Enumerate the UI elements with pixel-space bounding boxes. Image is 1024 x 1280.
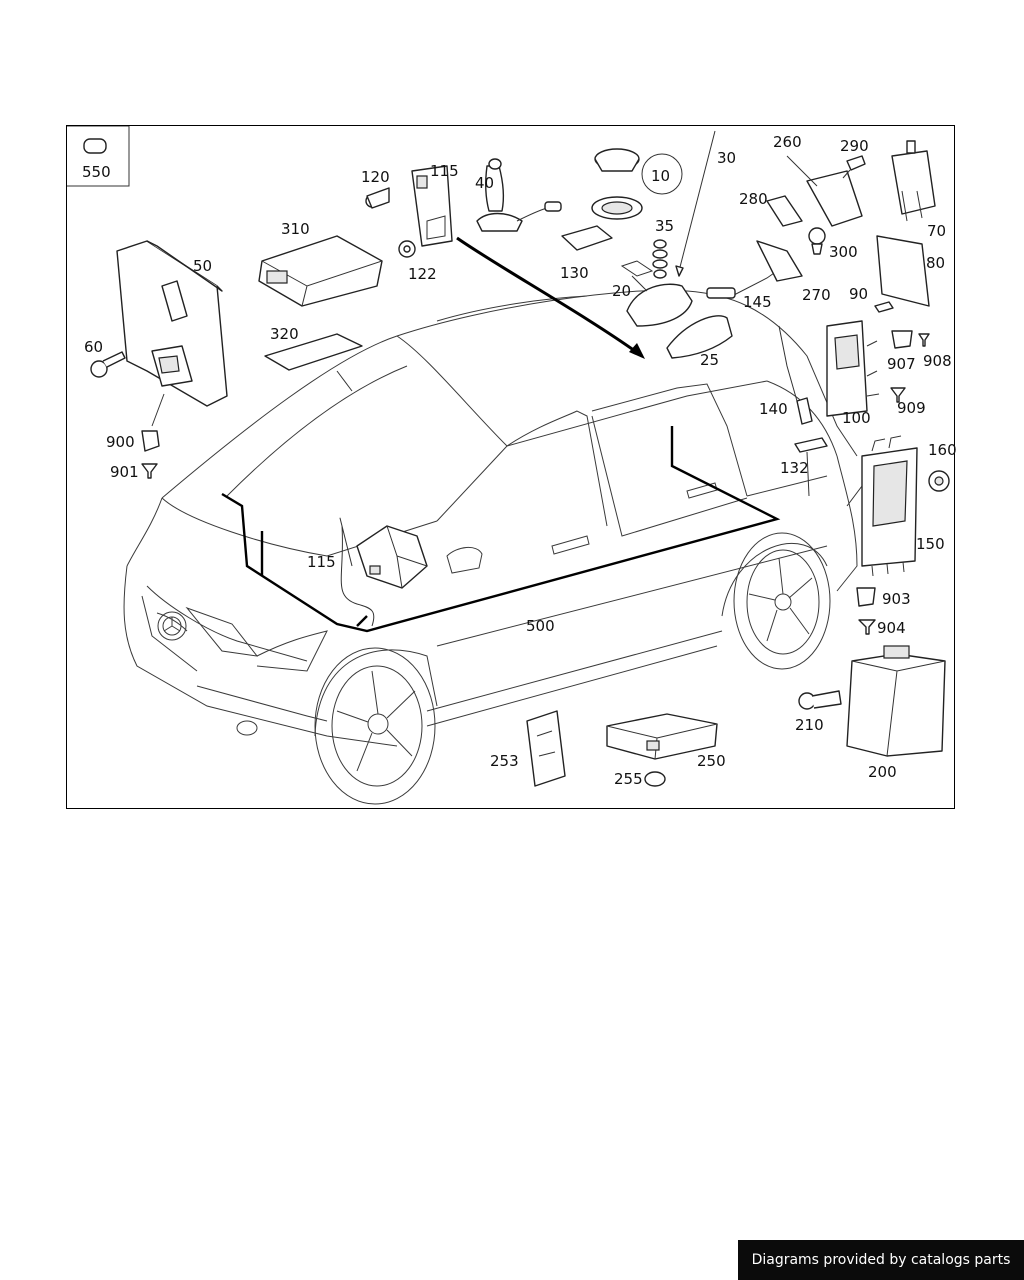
antenna-module-115 xyxy=(411,165,453,247)
callout-label: 115 xyxy=(307,553,336,571)
callout-label: 35 xyxy=(655,217,674,235)
screw-290 xyxy=(846,155,866,171)
callout-label: 320 xyxy=(270,325,299,343)
grommet-35 xyxy=(652,239,668,279)
callout-label: 50 xyxy=(193,257,212,275)
sleeve-icon xyxy=(83,138,107,154)
callout-label: 300 xyxy=(829,243,858,261)
callout-label: 909 xyxy=(897,399,926,417)
bracket-270 xyxy=(756,240,803,282)
shield-280 xyxy=(766,195,803,227)
module-250 xyxy=(606,713,718,760)
callout-label: 70 xyxy=(927,222,946,240)
connector-903 xyxy=(856,587,876,607)
callout-label: 25 xyxy=(700,351,719,369)
callout-label: 253 xyxy=(490,752,519,770)
callout-labels: 550 50 60 900 901 310 120 115 122 40 320 10 30 260 290… xyxy=(82,133,956,788)
credit-banner: Diagrams provided by catalogs parts xyxy=(738,1240,1024,1280)
clip-909 xyxy=(890,387,906,403)
cable-140 xyxy=(796,397,813,425)
callout-label: 90 xyxy=(849,285,868,303)
module-310 xyxy=(258,235,383,307)
credit-text: Diagrams provided by catalogs parts xyxy=(751,1252,1011,1268)
callout-label: 132 xyxy=(780,459,809,477)
callout-label: 908 xyxy=(923,352,952,370)
clip-908 xyxy=(918,333,930,347)
callout-label: 60 xyxy=(84,338,103,356)
callout-label: 903 xyxy=(882,590,911,608)
callout-label: 260 xyxy=(773,133,802,151)
callout-label: 255 xyxy=(614,770,643,788)
callout-label: 500 xyxy=(526,617,555,635)
clip-120 xyxy=(365,187,390,209)
callout-label: 120 xyxy=(361,168,390,186)
callout-label: 145 xyxy=(743,293,772,311)
callout-label: 290 xyxy=(840,137,869,155)
callout-label: 310 xyxy=(281,220,310,238)
wiring-harness xyxy=(221,426,781,633)
callout-label: 140 xyxy=(759,400,788,418)
diagram-frame: 550 50 60 900 901 310 120 115 122 40 320 10 30 260 290… xyxy=(66,125,956,809)
car-outline xyxy=(123,289,858,805)
sensor-300 xyxy=(808,227,826,255)
callout-label: 904 xyxy=(877,619,906,637)
callout-label: 210 xyxy=(795,716,824,734)
part-132 xyxy=(794,437,828,453)
rod-antenna-30 xyxy=(678,130,716,272)
antenna-40 xyxy=(476,158,562,232)
speaker-10 xyxy=(591,148,683,220)
bracket-260 xyxy=(786,155,863,227)
screw-90 xyxy=(874,301,894,313)
callout-label: 150 xyxy=(916,535,945,553)
callout-label: 901 xyxy=(110,463,139,481)
module-200 xyxy=(846,645,946,757)
callout-label: 907 xyxy=(887,355,916,373)
parts-diagram: 550 50 60 900 901 310 120 115 122 40 320 10 30 260 290… xyxy=(67,126,956,805)
callout-label: 130 xyxy=(560,264,589,282)
callout-label: 30 xyxy=(717,149,736,167)
callout-label: 100 xyxy=(842,409,871,427)
callout-label: 122 xyxy=(408,265,437,283)
nut-255 xyxy=(644,771,666,787)
callout-label: 115 xyxy=(430,162,459,180)
connector-900 xyxy=(141,430,160,452)
bracket-253 xyxy=(526,710,566,787)
callout-label: 200 xyxy=(868,763,897,781)
clip-904 xyxy=(858,619,876,635)
module-150 xyxy=(861,435,918,577)
control-unit-50 xyxy=(116,240,228,407)
callout-label: 270 xyxy=(802,286,831,304)
bolt-210 xyxy=(798,690,842,710)
screw-60 xyxy=(90,351,126,378)
callout-label: 20 xyxy=(612,282,631,300)
callout-label: 160 xyxy=(928,441,956,459)
fin-antenna-25 xyxy=(666,315,733,359)
connector-907 xyxy=(891,330,913,349)
callout-label: 250 xyxy=(697,752,726,770)
module-130 xyxy=(561,225,613,251)
callout-label: 900 xyxy=(106,433,135,451)
roof-antenna-20 xyxy=(620,260,693,327)
module-100 xyxy=(826,320,880,417)
callout-label: 80 xyxy=(926,254,945,272)
pad-320 xyxy=(264,333,363,371)
antenna-module-115-lower xyxy=(356,525,428,589)
callout-label: 280 xyxy=(739,190,768,208)
clip-901 xyxy=(141,463,158,479)
callout-label: 550 xyxy=(82,163,111,181)
relay-70 xyxy=(891,140,936,222)
bracket-80 xyxy=(876,235,930,307)
callout-label: 40 xyxy=(475,174,494,192)
callout-label: 10 xyxy=(651,167,670,185)
